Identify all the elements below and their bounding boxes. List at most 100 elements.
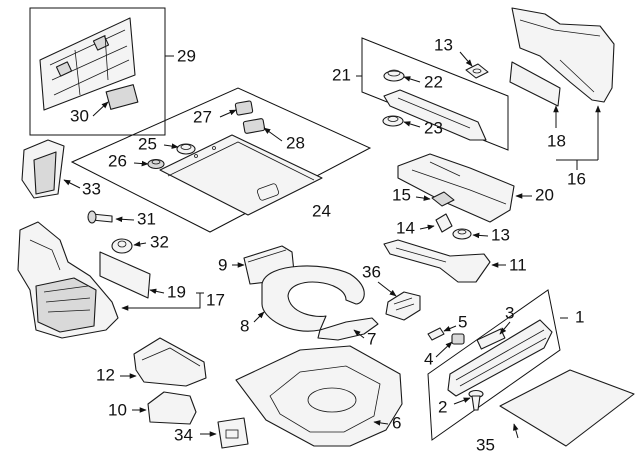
callout-14: 14 [396, 218, 415, 237]
callout-9: 9 [218, 255, 227, 274]
callout-19: 19 [167, 282, 186, 301]
callout-18: 18 [547, 131, 566, 150]
leader-2 [453, 397, 471, 405]
callout-22: 22 [424, 72, 443, 91]
leader-4 [435, 341, 453, 358]
callout-3: 3 [505, 303, 514, 322]
part-19-net [99, 251, 165, 299]
part-25-grommet [176, 143, 196, 155]
leader-25 [163, 143, 179, 149]
part-18-net [509, 61, 561, 107]
leader-17 [122, 292, 204, 308]
part-23-cap [382, 115, 404, 127]
leader-13a [459, 51, 473, 67]
callout-21: 21 [332, 65, 351, 84]
part-13-clip-top [459, 51, 489, 79]
callout-17: 17 [206, 290, 225, 309]
callout-13a: 13 [434, 35, 453, 54]
callout-8: 8 [240, 316, 249, 335]
part-20-tray [397, 153, 532, 223]
callout-labels: 1 2 3 4 5 6 7 8 9 10 11 12 13 13 14 15 1… [70, 35, 586, 454]
frame-24 [70, 87, 372, 233]
callout-2: 2 [438, 397, 447, 416]
callout-1: 1 [575, 307, 584, 326]
leader-3 [499, 321, 511, 335]
callout-29: 29 [177, 46, 196, 65]
callout-6: 6 [392, 413, 401, 432]
callout-20: 20 [535, 185, 554, 204]
leader-5 [443, 325, 457, 332]
part-22-cap [383, 69, 405, 82]
part-29-partition [39, 17, 136, 111]
leader-30 [92, 101, 109, 117]
part-11-rail [383, 239, 506, 283]
leader-8 [253, 311, 265, 323]
part-3-badge [476, 321, 511, 350]
frame-21 [361, 37, 509, 151]
part-7-ring [317, 317, 379, 341]
leader-16 [556, 159, 598, 170]
leader-19 [149, 288, 165, 295]
part-34-box [200, 417, 249, 449]
callout-36: 36 [362, 262, 381, 281]
part-26-grommet [147, 158, 165, 170]
callout-7: 7 [367, 329, 376, 348]
leader-33 [63, 179, 81, 189]
callout-34: 34 [174, 425, 193, 444]
part-13-clip-bottom [452, 228, 489, 240]
callout-16: 16 [567, 169, 586, 188]
callout-28: 28 [286, 133, 305, 152]
callout-30: 30 [70, 106, 89, 125]
part-27-clip [234, 100, 254, 116]
callout-26: 26 [108, 151, 127, 170]
callout-11: 11 [509, 255, 527, 274]
leader-26 [133, 160, 149, 167]
leader-35 [513, 423, 519, 439]
part-17-side-trim [17, 221, 119, 339]
leader-7 [353, 329, 365, 339]
part-28-clip [242, 118, 266, 134]
callout-25: 25 [138, 134, 157, 153]
frame-1 [427, 289, 561, 441]
group-24 [70, 87, 372, 233]
leader-32 [133, 241, 147, 247]
part-33-handle [21, 139, 81, 199]
leader-36 [377, 281, 397, 297]
part-1-sill-plate [447, 319, 553, 397]
callout-12: 12 [96, 365, 115, 384]
frame-29 [29, 7, 166, 136]
callout-10: 10 [108, 400, 127, 419]
leader-13b [472, 232, 489, 239]
part-32-hook [111, 238, 147, 254]
leader-6 [373, 420, 389, 426]
callout-32: 32 [150, 232, 169, 251]
callout-4: 4 [424, 349, 433, 368]
part-10-cover [132, 391, 197, 425]
leader-23 [403, 121, 421, 128]
group-21 [356, 37, 509, 151]
callout-31: 31 [137, 209, 156, 228]
callout-33: 33 [82, 179, 101, 198]
group-16-18 [509, 7, 615, 170]
part-4-cap [435, 333, 465, 358]
part-35-cargo-net [499, 369, 635, 447]
callout-13b: 13 [491, 225, 510, 244]
callout-15: 15 [392, 185, 411, 204]
part-6-spare-wheel-well [235, 345, 403, 447]
part-5-button [427, 325, 457, 341]
callout-27: 27 [193, 107, 212, 126]
part-16-side-trim [511, 7, 615, 103]
part-8-spare-tire-cover [253, 265, 365, 332]
leader-27 [219, 109, 237, 118]
callout-23: 23 [424, 118, 443, 137]
leader-14 [419, 224, 435, 231]
leader-15 [415, 195, 431, 201]
part-21-rail [383, 89, 487, 141]
part-12-cover [120, 337, 207, 387]
part-15-clip [415, 191, 455, 207]
leader-22 [403, 76, 421, 83]
part-31-bolt [87, 210, 135, 224]
group-29-30 [29, 7, 174, 136]
leader-31 [115, 216, 135, 223]
